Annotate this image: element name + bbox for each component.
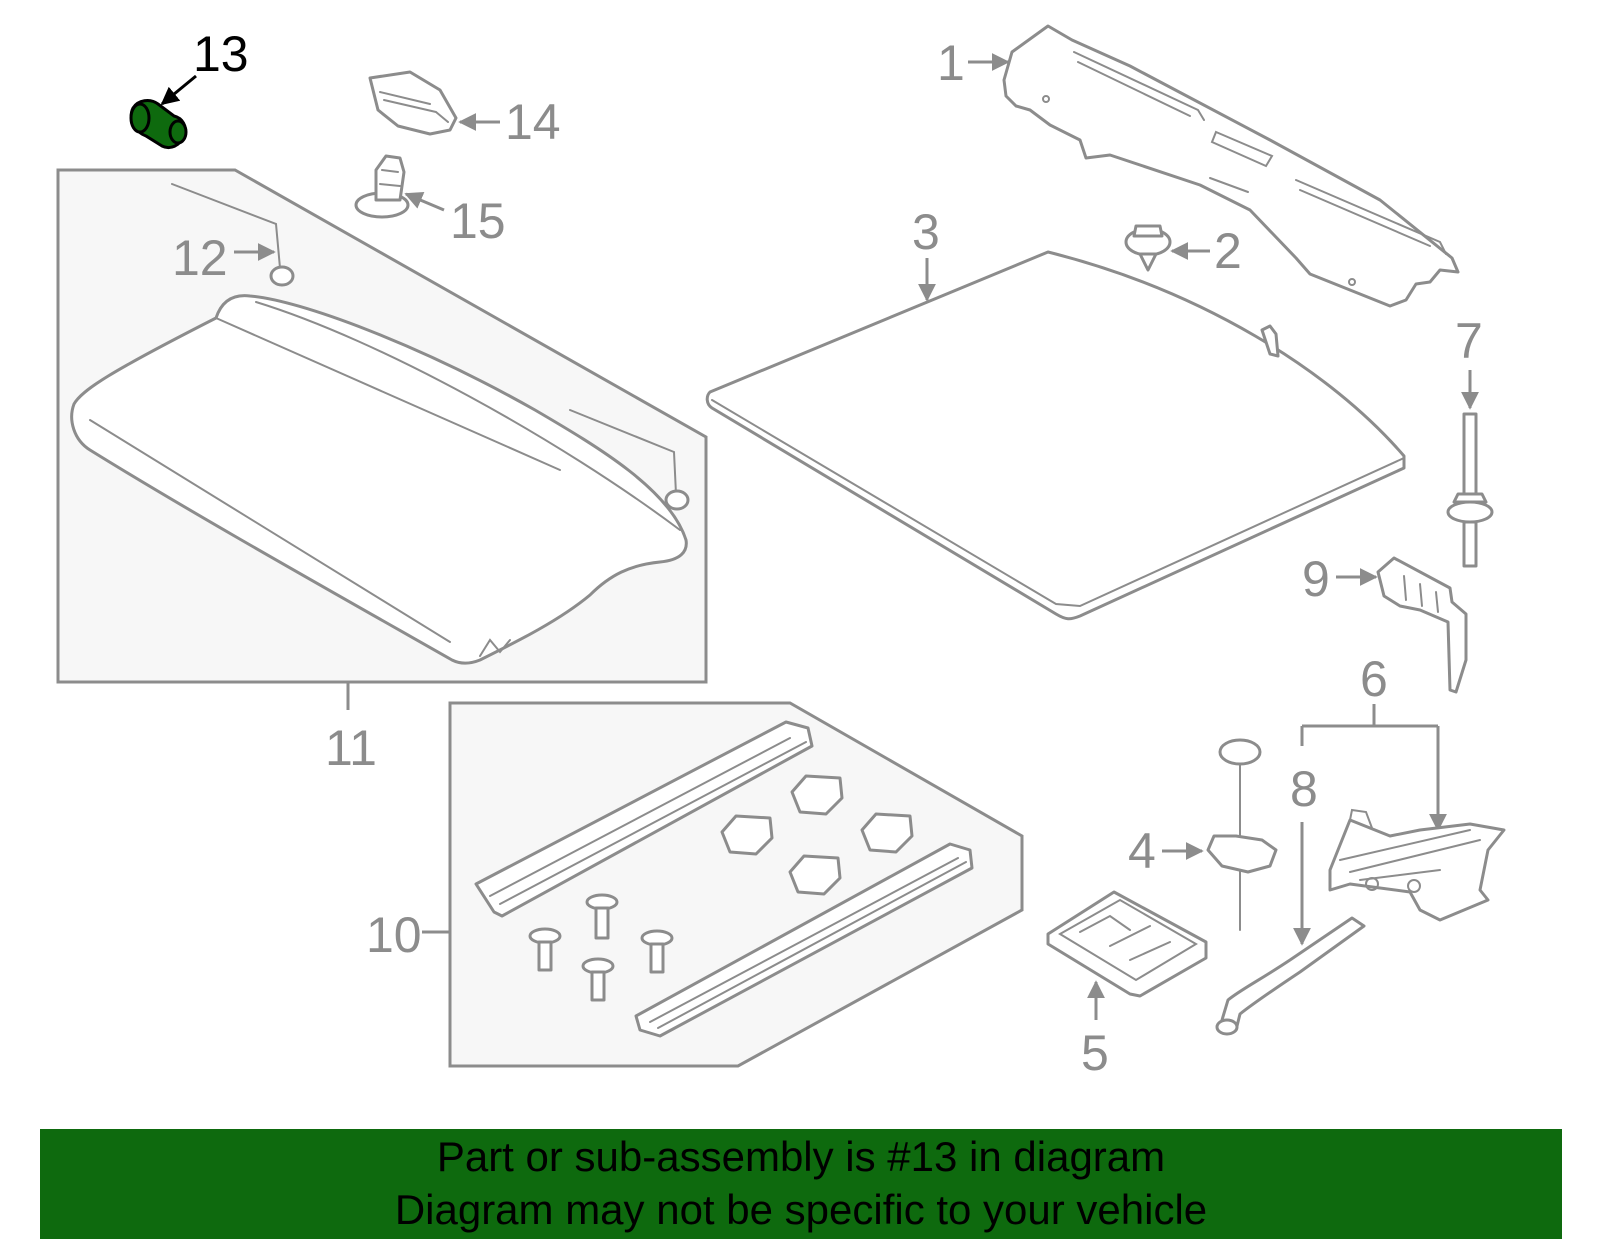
leader-15 [404, 191, 445, 212]
part-3-floor-panel [705, 250, 1406, 621]
info-banner: Part or sub-assembly is #13 in diagram D… [40, 1129, 1562, 1239]
part-7-screw [1446, 412, 1494, 568]
part-13-highlighted [129, 99, 188, 150]
part-2-clip [1124, 224, 1172, 272]
callout-7: 7 [1455, 313, 1483, 369]
banner-line-1: Part or sub-assembly is #13 in diagram [436, 1133, 1166, 1180]
part-1-trim-panel [1002, 24, 1460, 308]
callout-1: 1 [937, 35, 965, 91]
banner-line-2: Diagram may not be specific to your vehi… [394, 1186, 1208, 1233]
leader-6 [1300, 704, 1447, 832]
callout-11: 11 [325, 720, 377, 776]
part-6-jack [1328, 808, 1506, 922]
callout-5: 5 [1081, 1025, 1109, 1081]
callout-14: 14 [505, 94, 561, 150]
part-4-hold-down [1206, 738, 1278, 931]
part-11-parcel-shelf [70, 183, 690, 665]
callout-4: 4 [1128, 823, 1156, 879]
callout-2: 2 [1214, 223, 1242, 279]
callout-12: 12 [172, 230, 228, 286]
leader-13 [160, 74, 197, 106]
callout-10: 10 [366, 907, 422, 963]
callout-6: 6 [1360, 651, 1388, 707]
part-10-rails-and-hardware [474, 720, 974, 1038]
part-8-wrench [1215, 916, 1366, 1036]
callout-15: 15 [450, 193, 506, 249]
part-5-tool-tray [1046, 890, 1208, 998]
callout-8: 8 [1290, 761, 1318, 817]
part-10-bolts [528, 893, 674, 1002]
part-9-bracket [1376, 556, 1468, 694]
callout-9: 9 [1302, 551, 1330, 607]
callout-13: 13 [193, 26, 249, 82]
part-15-pushpin [354, 154, 410, 219]
part-14-lamp [368, 70, 458, 136]
callout-3: 3 [912, 204, 940, 260]
